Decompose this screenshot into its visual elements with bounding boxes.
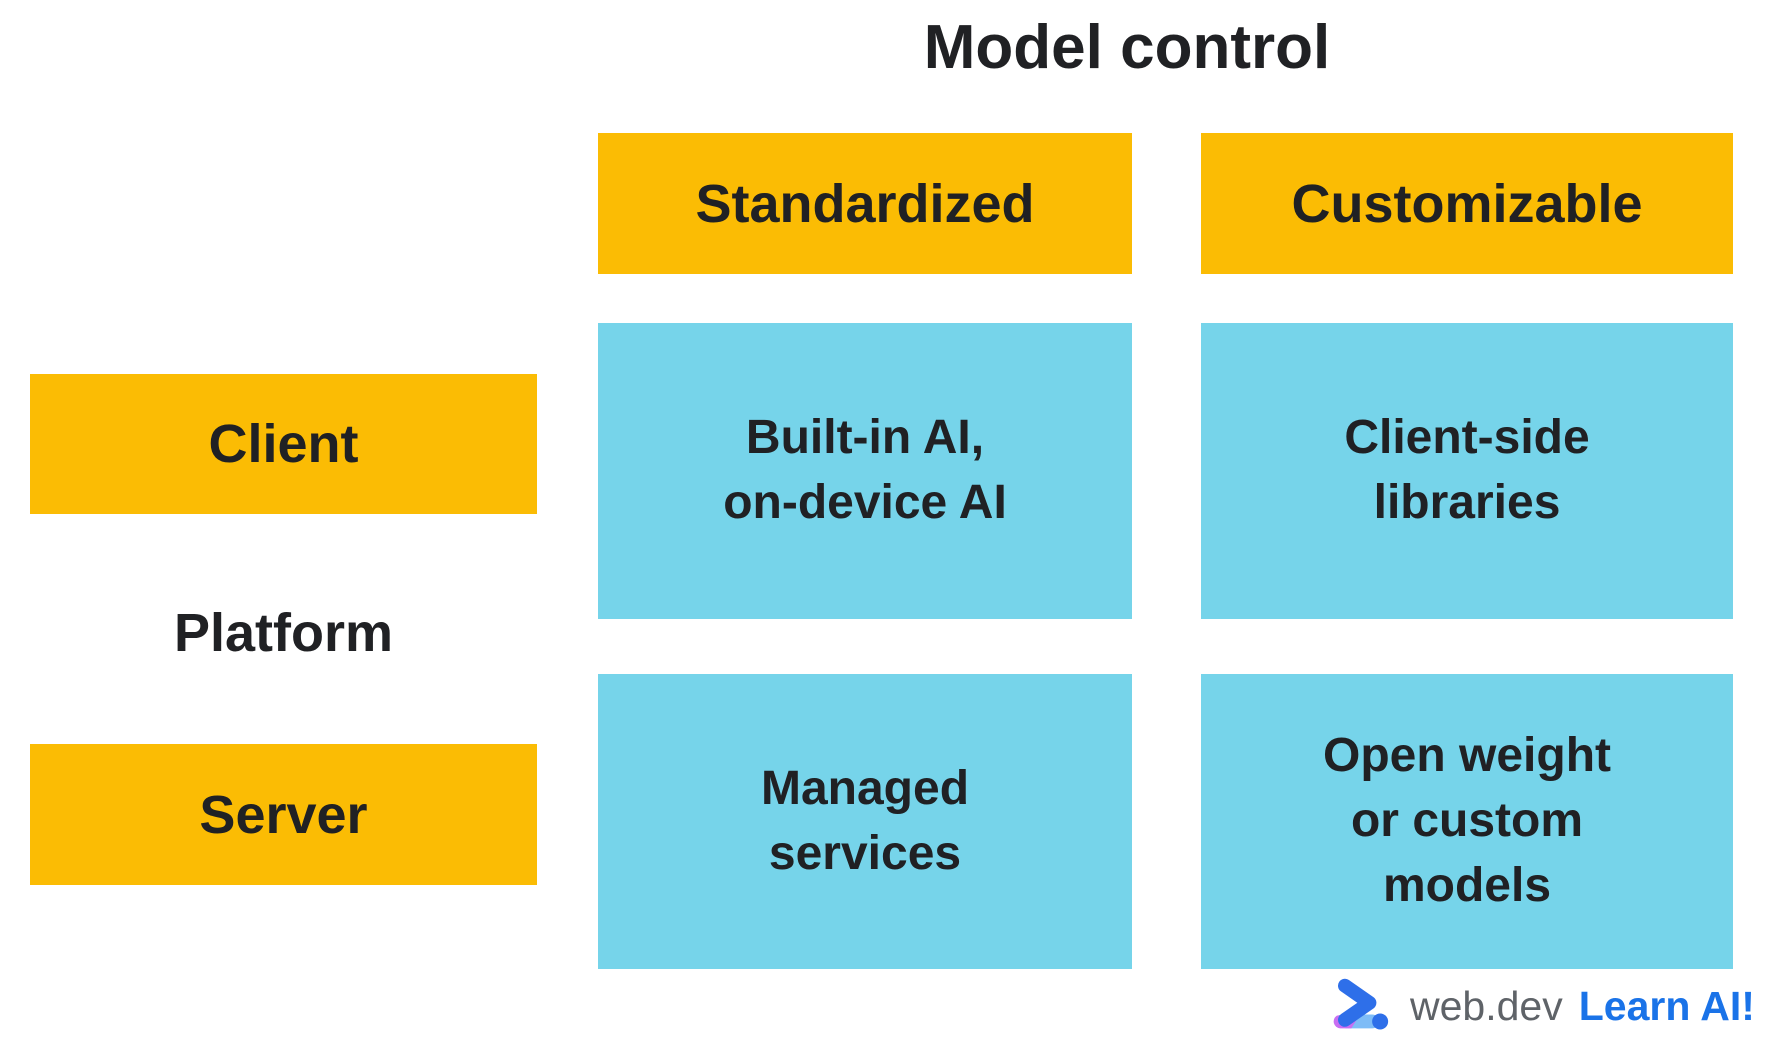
- axis-label-platform: Platform: [173, 603, 394, 663]
- campaign-label: Learn AI!: [1578, 982, 1755, 1029]
- column-header-customizable: Customizable: [1201, 133, 1733, 274]
- cell-text: Built-in AI, on-device AI: [723, 411, 1007, 529]
- cell-client-standardized: Built-in AI, on-device AI: [598, 323, 1132, 619]
- row-header-server: Server: [30, 744, 537, 885]
- column-header-label: Standardized: [695, 173, 1035, 234]
- diagram-title: Model control: [923, 13, 1331, 82]
- cell-text: Managed services: [760, 761, 970, 880]
- cell-server-standardized: Managed services: [598, 674, 1132, 969]
- cell-server-customizable: Open weight or custom models: [1201, 674, 1733, 969]
- webdev-logo-icon: [1333, 978, 1389, 1030]
- row-header-client: Client: [30, 374, 537, 514]
- row-header-label: Client: [208, 414, 359, 474]
- cell-text: Open weight or custom models: [1323, 729, 1611, 912]
- row-header-label: Server: [199, 784, 368, 845]
- footer-brand: web.dev Learn AI!: [1330, 972, 1755, 1040]
- brand-name: web.dev: [1410, 982, 1563, 1029]
- column-header-label: Customizable: [1291, 173, 1643, 234]
- cell-text: Client-side libraries: [1344, 411, 1590, 529]
- cell-client-customizable: Client-side libraries: [1201, 323, 1733, 619]
- column-header-standardized: Standardized: [598, 133, 1132, 274]
